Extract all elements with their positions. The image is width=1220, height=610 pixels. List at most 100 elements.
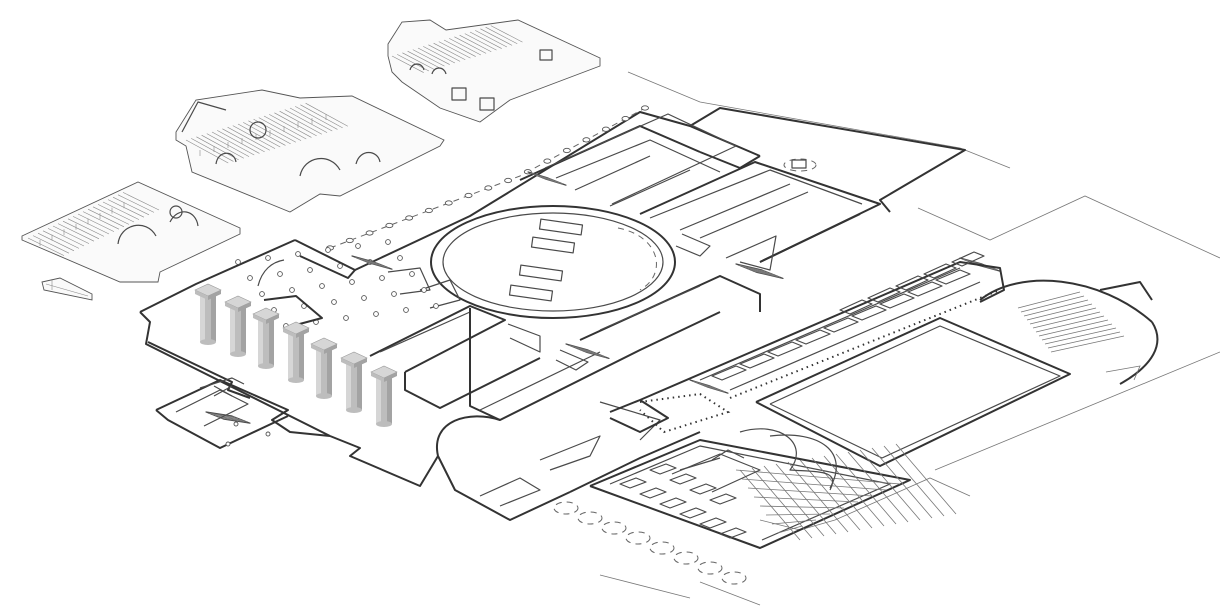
grid-line <box>739 469 801 541</box>
vestibule-post <box>307 267 313 273</box>
east-room <box>711 365 747 381</box>
elevation-hatch <box>289 107 333 132</box>
east-room <box>867 287 901 303</box>
portico-column <box>310 337 338 399</box>
elevation-arch <box>169 211 199 227</box>
seat-row <box>1041 323 1113 341</box>
east-room <box>923 263 957 279</box>
column-highlight <box>316 346 321 396</box>
column-highlight <box>346 360 351 410</box>
stair-tread <box>366 261 390 269</box>
column-capital-side <box>354 358 367 368</box>
stair-tread <box>738 264 766 272</box>
tree <box>601 521 627 535</box>
column-shadow <box>211 292 216 342</box>
tree-row <box>553 501 747 585</box>
column-shadow <box>241 304 246 354</box>
elevation-hatch <box>211 131 255 156</box>
seat-row <box>1050 335 1125 353</box>
elevation-hatch <box>196 136 239 161</box>
seat-row <box>1044 327 1117 345</box>
elevation-hatch <box>449 38 482 56</box>
colonnade-post <box>405 215 414 221</box>
elevation-hatch <box>391 55 424 73</box>
east-room <box>839 299 873 315</box>
elevation-arch <box>431 67 447 75</box>
elevation-hatch <box>438 41 471 59</box>
colonnade-post <box>543 158 552 164</box>
elevation-hatch <box>27 237 65 256</box>
column-highlight <box>288 330 293 380</box>
southeast-room <box>679 507 707 519</box>
grid-line <box>747 487 873 497</box>
southeast-room <box>699 517 727 529</box>
elevation-hatch <box>433 42 466 61</box>
colonnade-post <box>562 147 571 154</box>
elevation-hatch <box>87 208 125 228</box>
elevation-hatch <box>274 112 317 137</box>
vestibule-post <box>355 243 361 249</box>
elevation-hatch <box>248 120 291 145</box>
column-capital-side <box>311 344 324 354</box>
elevation-hatch <box>428 44 461 62</box>
oval-hall <box>430 205 676 319</box>
vestibule-post <box>379 275 385 281</box>
east-room <box>879 293 915 309</box>
elevation-hatch <box>107 199 145 218</box>
vestibule-post <box>265 255 271 261</box>
portico-column <box>370 365 398 427</box>
tree <box>721 571 747 585</box>
elevation-hatch <box>443 39 476 57</box>
elevation-hatch <box>412 49 445 67</box>
seat-row <box>1032 311 1101 329</box>
seat-row <box>1023 299 1089 317</box>
vestibule-post <box>349 279 355 285</box>
elevation-small-strip <box>41 277 93 301</box>
seat-row <box>1026 303 1093 321</box>
grid-line <box>847 451 909 523</box>
east-wing-rooms <box>711 251 985 381</box>
east-room <box>739 353 775 369</box>
column-highlight <box>376 374 381 424</box>
column-highlight <box>200 292 205 342</box>
grid-line <box>775 463 837 535</box>
column-base <box>258 363 274 369</box>
column-capital-side <box>371 372 384 382</box>
elevation-hatch <box>117 194 155 213</box>
stair-tread <box>741 266 769 273</box>
grid-line <box>765 513 831 516</box>
colonnade-post <box>385 222 394 229</box>
grid-line <box>777 525 803 534</box>
elevation-hatch <box>72 216 110 235</box>
elevation-hatch <box>263 115 307 140</box>
vestibule-curve <box>257 259 285 287</box>
stair-tread <box>214 415 242 420</box>
elevation-hatch <box>47 228 85 247</box>
vestibule-post <box>259 291 265 297</box>
grid-line <box>895 443 957 515</box>
stair-tread <box>750 269 778 277</box>
elevation-hatch <box>295 106 338 130</box>
stair-flight <box>735 263 784 279</box>
southwest-wing <box>175 377 271 447</box>
column-highlight <box>258 316 263 366</box>
elevation-hatch <box>37 232 75 252</box>
grid-line <box>763 465 825 537</box>
stair-flight <box>351 255 393 270</box>
elevation-arch <box>117 224 157 245</box>
colonnade-post <box>641 105 649 111</box>
elevation-hatch <box>485 26 518 45</box>
grid-line <box>751 467 813 539</box>
column-capital-side <box>266 314 279 324</box>
column-shadow <box>327 346 332 396</box>
stairs <box>205 171 1001 424</box>
grid-line <box>811 457 873 529</box>
vestibule-frame <box>263 295 323 327</box>
portico-column <box>282 321 310 383</box>
elevation-hatch <box>423 46 456 64</box>
column-shadow <box>387 374 392 424</box>
column-shadow <box>269 316 274 366</box>
column-capital-side <box>195 290 208 300</box>
east-room <box>935 269 971 285</box>
elevation-hatch <box>62 220 100 240</box>
